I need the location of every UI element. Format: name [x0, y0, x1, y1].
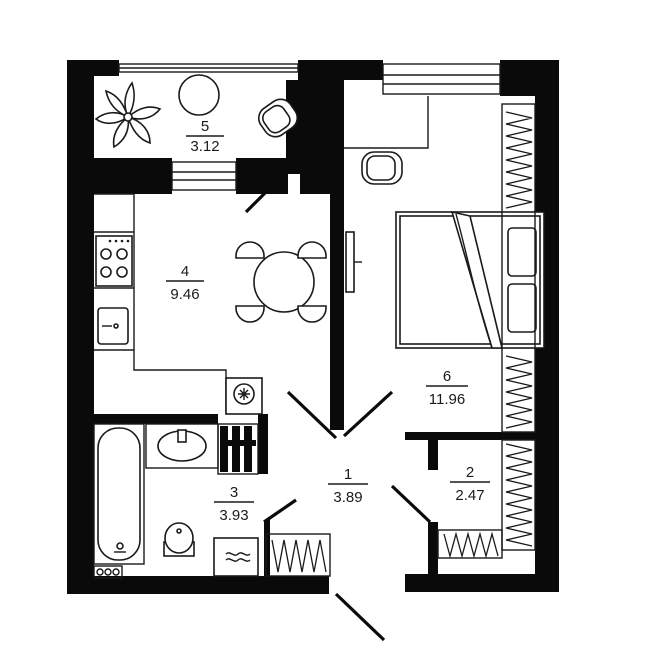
boiler-icon	[225, 377, 263, 415]
kitchen-door	[286, 390, 338, 440]
room-label-6: 6 11.96	[426, 368, 468, 408]
plant-icon	[94, 81, 162, 149]
doors	[244, 168, 432, 642]
room-area: 3.12	[190, 138, 219, 155]
toilet-icon	[163, 522, 195, 557]
desk	[344, 96, 429, 149]
bathtub-icon	[93, 423, 145, 565]
wardrobe-icon	[437, 439, 536, 559]
sink-icon	[145, 423, 219, 469]
room-label-1: 1 3.89	[328, 466, 368, 506]
tv-icon	[345, 231, 362, 293]
room-area: 2.47	[455, 487, 484, 504]
wardrobe-icon	[501, 103, 536, 433]
washing-machine-icon	[213, 537, 259, 577]
round-table-icon	[253, 251, 315, 313]
bedroom-door	[342, 390, 394, 438]
room-area: 11.96	[429, 391, 465, 408]
interior-walls	[94, 80, 535, 578]
room-label-4: 4 9.46	[166, 263, 204, 303]
stove-icon	[95, 235, 133, 287]
chair-icon	[235, 241, 327, 323]
room-label-5: 5 3.12	[186, 118, 224, 155]
balcony-door	[244, 168, 290, 214]
wardrobe-icon	[265, 533, 331, 577]
bed-icon	[395, 210, 545, 349]
room-area: 3.93	[219, 507, 248, 524]
room-number: 4	[181, 263, 189, 280]
round-table-icon	[178, 74, 220, 116]
sink-icon	[97, 307, 129, 345]
room-label-3: 3 3.93	[214, 484, 254, 524]
room-number: 6	[443, 368, 451, 385]
chair-icon	[361, 151, 403, 185]
windows	[118, 63, 501, 191]
room-number: 3	[230, 484, 238, 501]
room-area: 9.46	[170, 286, 199, 303]
room-number: 2	[466, 464, 474, 481]
room-number: 5	[201, 118, 209, 135]
room-label-2: 2 2.47	[450, 464, 490, 504]
meter-icon	[93, 565, 123, 579]
chair-icon	[257, 98, 299, 138]
bathroom-door	[263, 498, 297, 524]
shelving	[217, 423, 259, 475]
wardrobe-door	[390, 484, 432, 524]
room-area: 3.89	[333, 489, 362, 506]
kitchen-counter	[94, 193, 227, 414]
entrance-door	[334, 592, 386, 642]
room-number: 1	[344, 466, 352, 483]
